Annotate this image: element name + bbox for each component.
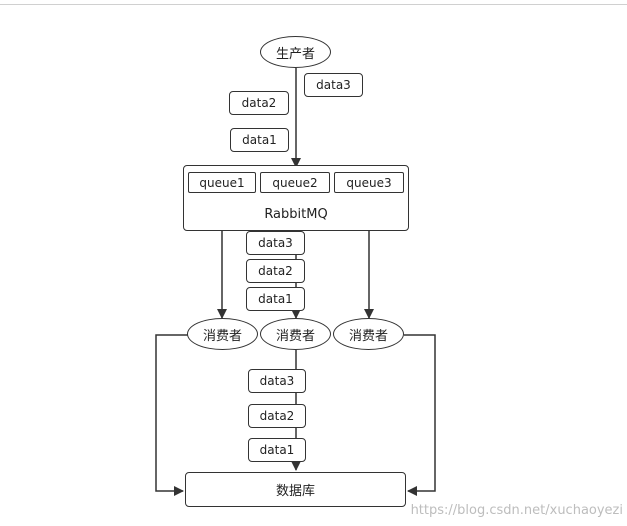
consumer1-node: 消费者	[187, 318, 258, 350]
broker-label: RabbitMQ	[264, 207, 328, 222]
queue2-box: queue2	[260, 172, 330, 193]
consumer3-node: 消费者	[333, 318, 404, 350]
consumer2-message-data2: data2	[248, 404, 306, 428]
producer-message-data1: data1	[230, 128, 289, 152]
producer-message-data3: data3	[304, 73, 363, 97]
database-node: 数据库	[185, 472, 406, 507]
consumer2-node: 消费者	[260, 318, 331, 350]
watermark-text: https://blog.csdn.net/xuchaoyezi	[410, 503, 623, 518]
queue2-message-data1: data1	[246, 287, 305, 311]
queue1-box: queue1	[188, 172, 256, 193]
queue2-message-data2: data2	[246, 259, 305, 283]
consumer1-to-database-arrow	[155, 334, 188, 496]
consumer2-message-data3: data3	[248, 369, 306, 393]
queue3-box: queue3	[334, 172, 404, 193]
database-label: 数据库	[275, 484, 315, 499]
consumer2-message-data1: data1	[248, 438, 306, 462]
queue2-message-data3: data3	[246, 231, 305, 255]
producer-node: 生产者	[260, 36, 331, 68]
top-divider	[0, 4, 627, 5]
consumer3-to-database-arrow	[404, 334, 436, 496]
producer-label: 生产者	[275, 46, 315, 62]
producer-message-data2: data2	[229, 91, 289, 115]
